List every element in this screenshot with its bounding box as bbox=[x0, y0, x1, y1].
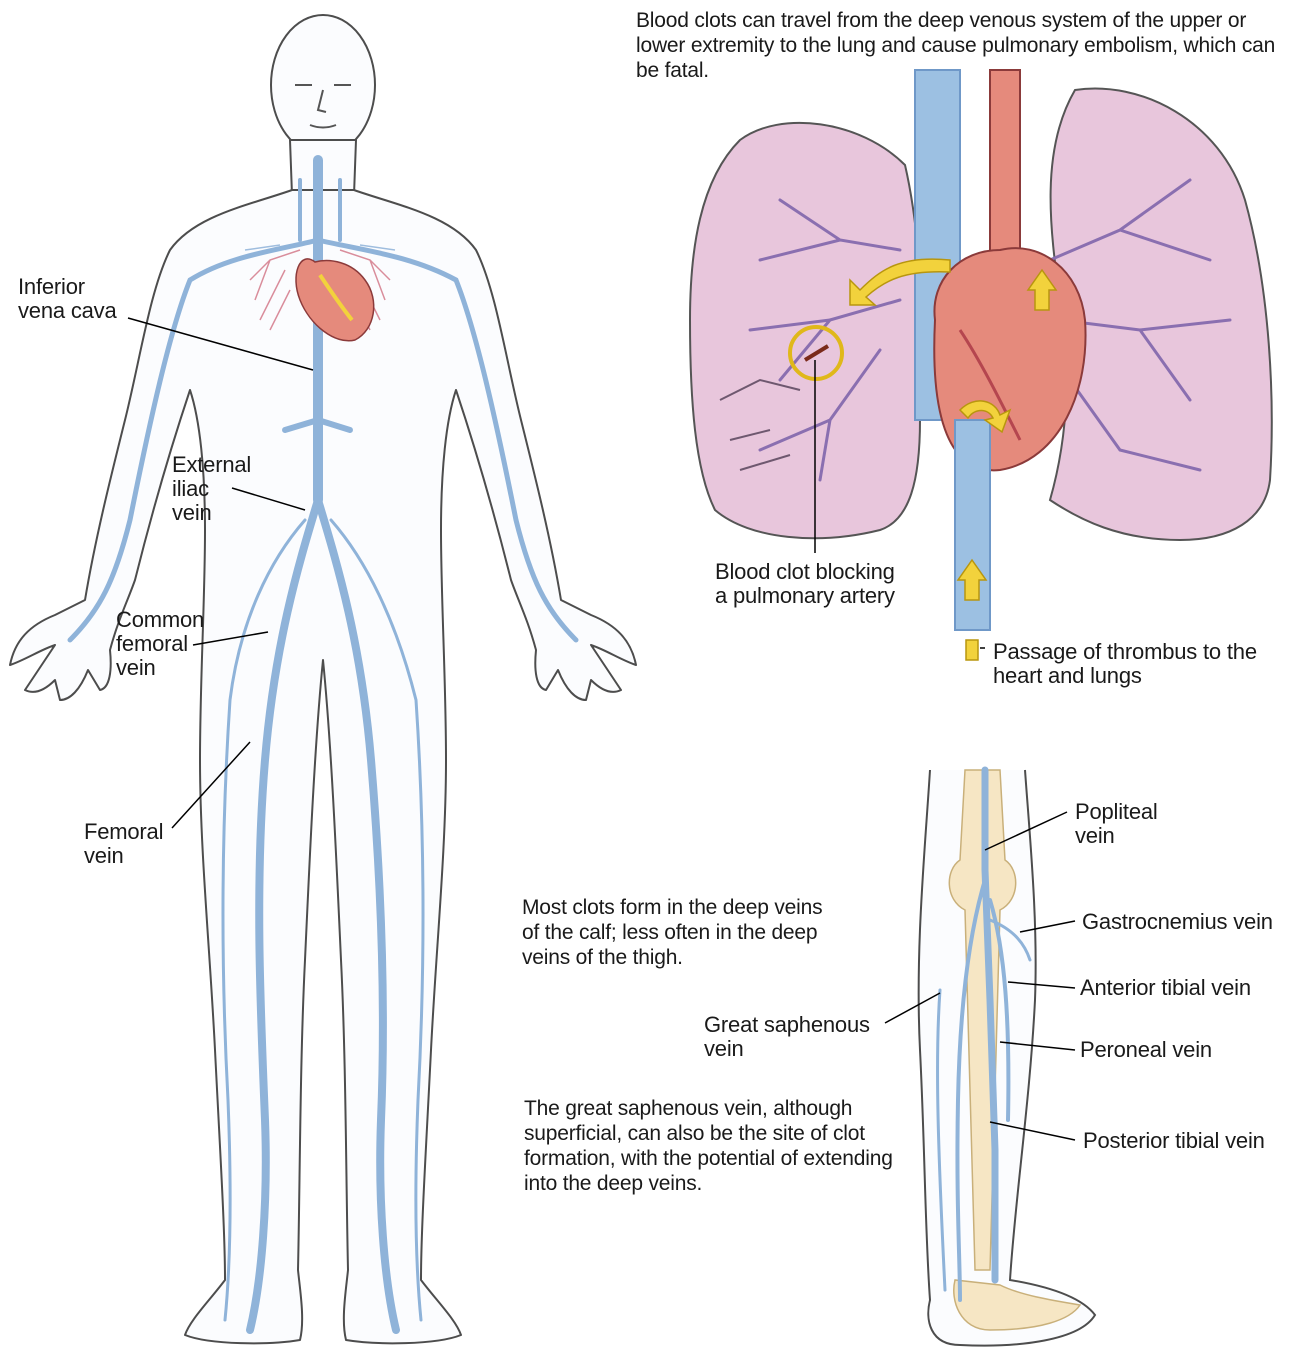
label-common-femoral-vein: Common femoral vein bbox=[116, 608, 204, 680]
label-gastrocnemius-vein: Gastrocnemius vein bbox=[1082, 910, 1273, 934]
label-posterior-tibial-vein: Posterior tibial vein bbox=[1083, 1129, 1265, 1153]
label-inferior-vena-cava: Inferior vena cava bbox=[18, 275, 117, 323]
label-great-saphenous-vein: Great saphenous vein bbox=[704, 1013, 870, 1061]
calf-clot-note: Most clots form in the deep veins of the… bbox=[522, 895, 832, 970]
intro-caption: Blood clots can travel from the deep ven… bbox=[636, 8, 1286, 83]
label-peroneal-vein: Peroneal vein bbox=[1080, 1038, 1212, 1062]
saphenous-clot-note: The great saphenous vein, although super… bbox=[524, 1096, 899, 1196]
label-passage-of-thrombus: Passage of thrombus to the heart and lun… bbox=[993, 640, 1257, 688]
label-anterior-tibial-vein: Anterior tibial vein bbox=[1080, 976, 1251, 1000]
leg-illustration bbox=[919, 770, 1095, 1346]
label-blood-clot: Blood clot blocking a pulmonary artery bbox=[715, 560, 895, 608]
label-popliteal-vein: Popliteal vein bbox=[1075, 800, 1158, 848]
label-external-iliac-vein: External iliac vein bbox=[172, 453, 251, 525]
label-femoral-vein: Femoral vein bbox=[84, 820, 163, 868]
